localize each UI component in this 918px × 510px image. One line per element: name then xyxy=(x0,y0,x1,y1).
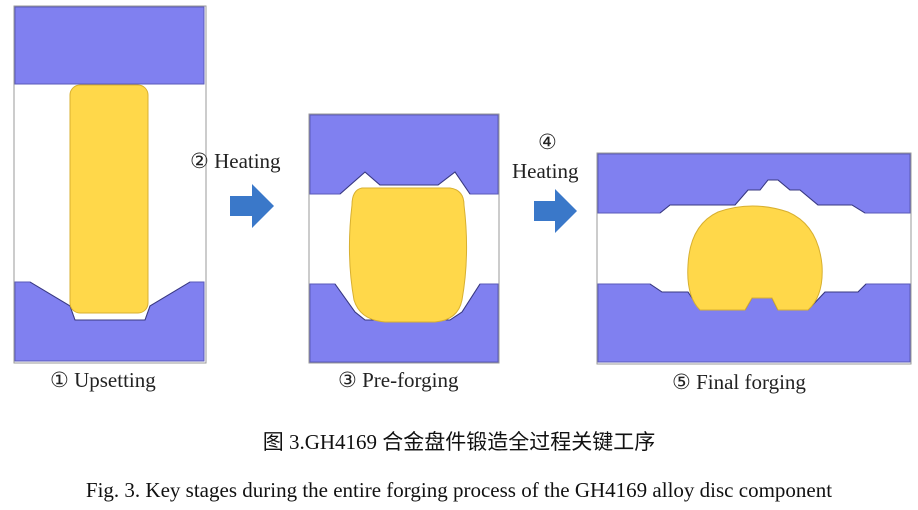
stage-label-final-forging: ⑤ Final forging xyxy=(672,370,806,394)
stage-pre-forging xyxy=(308,113,500,364)
upper-die-cavity-line xyxy=(339,171,471,195)
upper-die xyxy=(309,114,499,195)
stage-final-forging xyxy=(596,152,912,365)
upper-die xyxy=(597,153,911,214)
transition-label-step-4: ④ xyxy=(538,130,557,154)
billet-pre-forging xyxy=(348,187,468,323)
arrow-heating-2 xyxy=(534,189,577,233)
upper-die xyxy=(14,6,205,85)
stage-final-forging-frame xyxy=(596,152,912,365)
stage-label-upsetting: ① Upsetting xyxy=(50,368,156,392)
die-cavity-line xyxy=(29,281,191,321)
stage-upsetting xyxy=(13,5,207,364)
billet-final-forging xyxy=(687,205,823,311)
caption-chinese: 图 3.GH4169 合金盘件锻造全过程关键工序 xyxy=(262,430,656,454)
transition-label-heating-1: ② Heating xyxy=(190,149,281,173)
billet-upsetting xyxy=(69,84,149,314)
stage-label-pre-forging: ③ Pre-forging xyxy=(338,368,459,392)
arrow-heating-1 xyxy=(230,184,274,228)
stage-pre-forging-frame xyxy=(308,113,500,364)
caption-english: Fig. 3. Key stages during the entire for… xyxy=(85,478,833,502)
stage-upsetting-frame xyxy=(13,5,207,364)
transition-label-heating-2: Heating xyxy=(512,159,579,183)
upper-die-cavity-line xyxy=(659,179,866,214)
